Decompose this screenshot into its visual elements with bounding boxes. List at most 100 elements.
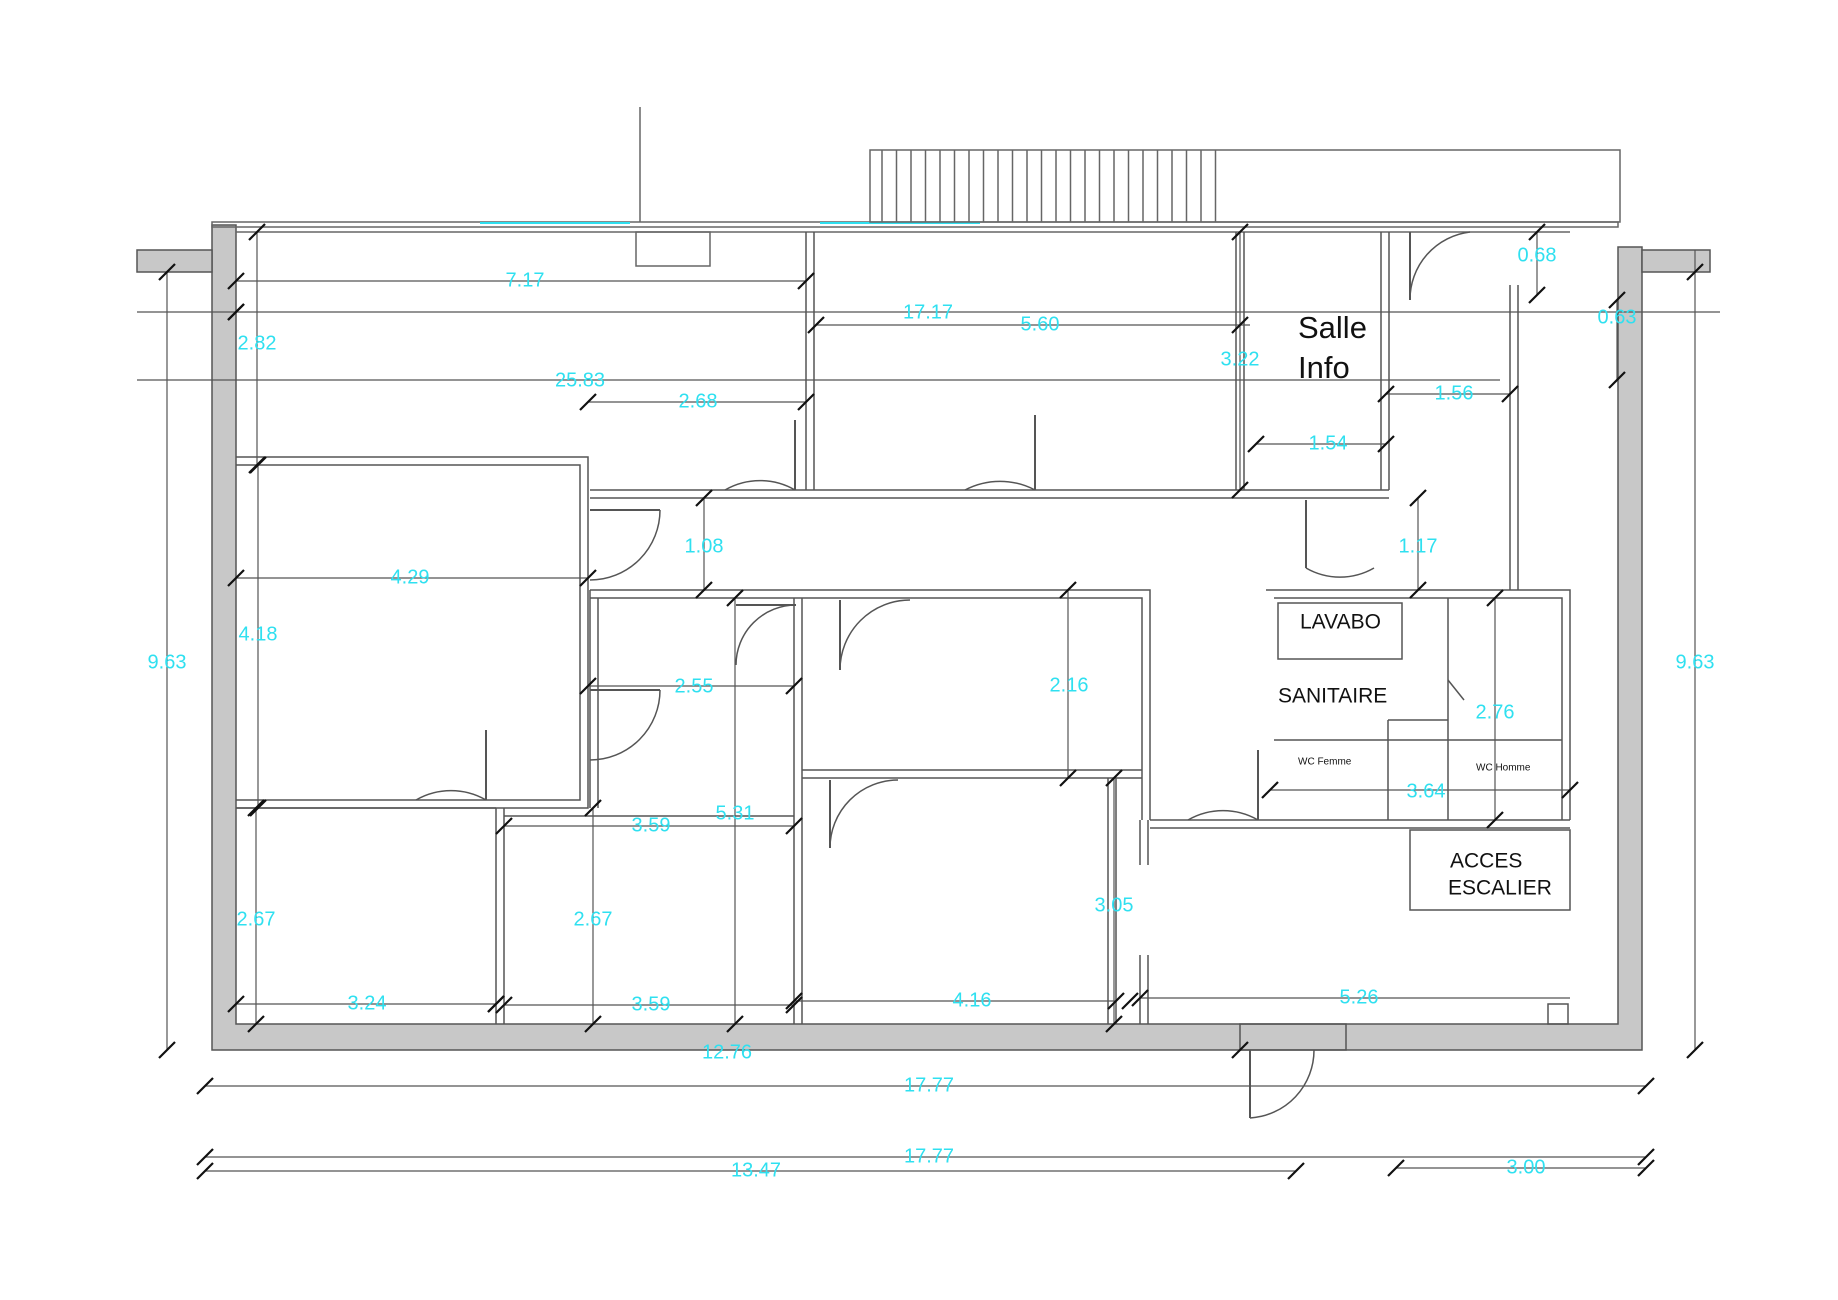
wall-sanitaire-block [1266,589,1571,820]
dim-1-56: 1.56 [1435,382,1474,404]
stairs-outline [869,149,1621,223]
wc-homme-label: WC Homme [1476,763,1531,774]
dim-0-63: 0.63 [1598,306,1637,328]
acces-escalier-label-line1: ACCES [1450,850,1522,873]
salle-info-label-line2: Info [1298,350,1350,385]
wall-right-salle-info-left [1235,232,1245,490]
dimension-ticks [158,223,1704,1180]
dimension-tick [1409,581,1427,599]
wall-central-divider-2 [589,590,599,808]
salle-info-label-line1: Salle [1298,310,1367,345]
dim-2-16: 2.16 [1050,674,1089,696]
dimension-tick [1105,1015,1123,1033]
acces-escalier-label-line2: ESCALIER [1448,877,1552,900]
dim-17-77-b: 17.77 [904,1145,954,1167]
lavabo-box [1277,602,1403,660]
dimension-tick [579,677,597,695]
dim-3-22: 3.22 [1221,348,1260,370]
dimension-tick [227,569,245,587]
front-door-frame [1239,1023,1347,1051]
dimension-tick [227,995,245,1013]
dimension-tick [158,1041,176,1059]
dimension-tick [584,799,602,817]
dim-0-68: 0.68 [1518,244,1557,266]
dimension-tick [248,223,266,241]
dimension-tick [1377,385,1395,403]
dim-1-08: 1.08 [685,535,724,557]
dimension-tick [1637,1148,1655,1166]
wall-stub-right [1641,249,1711,273]
door-swing-arc [829,779,899,849]
dimension-tick [248,456,266,474]
wall-far-right-corridor [1509,285,1519,590]
dimension-tick [196,1077,214,1095]
dim-9-63-right: 9.63 [1676,651,1715,673]
wall-stub-bottom-right [1139,955,1149,1024]
room-labels: Salle Info LAVABO SANITAIRE WC Femme WC … [1278,310,1552,899]
door-swing-arc [735,604,797,666]
dimension-tick [797,393,815,411]
dim-3-05: 3.05 [1095,894,1134,916]
dimension-tick [1387,1159,1405,1177]
dimension-tick [1121,992,1139,1010]
door-swing-arc [1305,567,1375,578]
dimension-tick [584,1015,602,1033]
dimension-tick [1528,223,1546,241]
wall-room-305-right [1107,778,1117,1024]
dim-2-67-mid: 2.67 [574,908,613,930]
dim-1-17: 1.17 [1399,535,1438,557]
dimension-tick [785,996,803,1014]
door-swing-arc [724,479,796,491]
dimension-tick [785,677,803,695]
interior-walls [236,232,1571,1051]
dim-3-59-lower: 3.59 [632,993,671,1015]
dim-17-17: 17.17 [903,301,953,323]
dim-9-63-left: 9.63 [148,651,187,673]
dim-3-24: 3.24 [348,992,387,1014]
wall-sanitaire-inner [1274,598,1562,820]
dimension-tick [1059,581,1077,599]
dim-25-83: 25.83 [555,369,605,391]
dim-12-76: 12.76 [702,1041,752,1063]
dimension-tick [785,992,803,1010]
dim-3-59-upper: 3.59 [632,814,671,836]
dimension-tick [726,1015,744,1033]
outer-wall [211,224,1643,1051]
dimension-tick [1686,1041,1704,1059]
wall-stub-left [136,249,213,273]
dim-2-76: 2.76 [1476,701,1515,723]
wc-femme-label: WC Femme [1298,757,1352,768]
dimension-tick [1261,781,1279,799]
dimension-tick [1131,989,1149,1007]
dimension-tick [1107,992,1125,1010]
door-swing-arc [415,789,487,801]
dimension-tick [1528,286,1546,304]
wall-lower-band [236,807,794,817]
dimension-tick [1686,263,1704,281]
dimension-tick [1409,489,1427,507]
dimension-tick [247,799,265,817]
dim-5-60: 5.60 [1021,313,1060,335]
lavabo-label: LAVABO [1300,611,1381,634]
dim-5-31: 5.31 [716,802,755,824]
dimension-tick [807,316,825,334]
dim-2-67-left: 2.67 [237,908,276,930]
dimension-tick [1561,781,1579,799]
dimension-tick [247,1015,265,1033]
dim-2-55: 2.55 [675,675,714,697]
dimension-tick [249,799,267,817]
wall-room-216-bottom [802,769,1142,779]
wall-top-divider [805,232,815,490]
dim-2-82: 2.82 [238,332,277,354]
dimension-tick [1377,435,1395,453]
dimension-tick [1059,769,1077,787]
dim-7-17: 7.17 [506,269,545,291]
dimension-tick [1486,589,1504,607]
dimension-tick [1247,435,1265,453]
wall-lower-left-divider [495,808,505,1024]
dimension-tick [495,817,513,835]
dimension-tick [1105,769,1123,787]
column-bottom-right [1547,1003,1569,1025]
door-swing-arc [589,509,661,581]
